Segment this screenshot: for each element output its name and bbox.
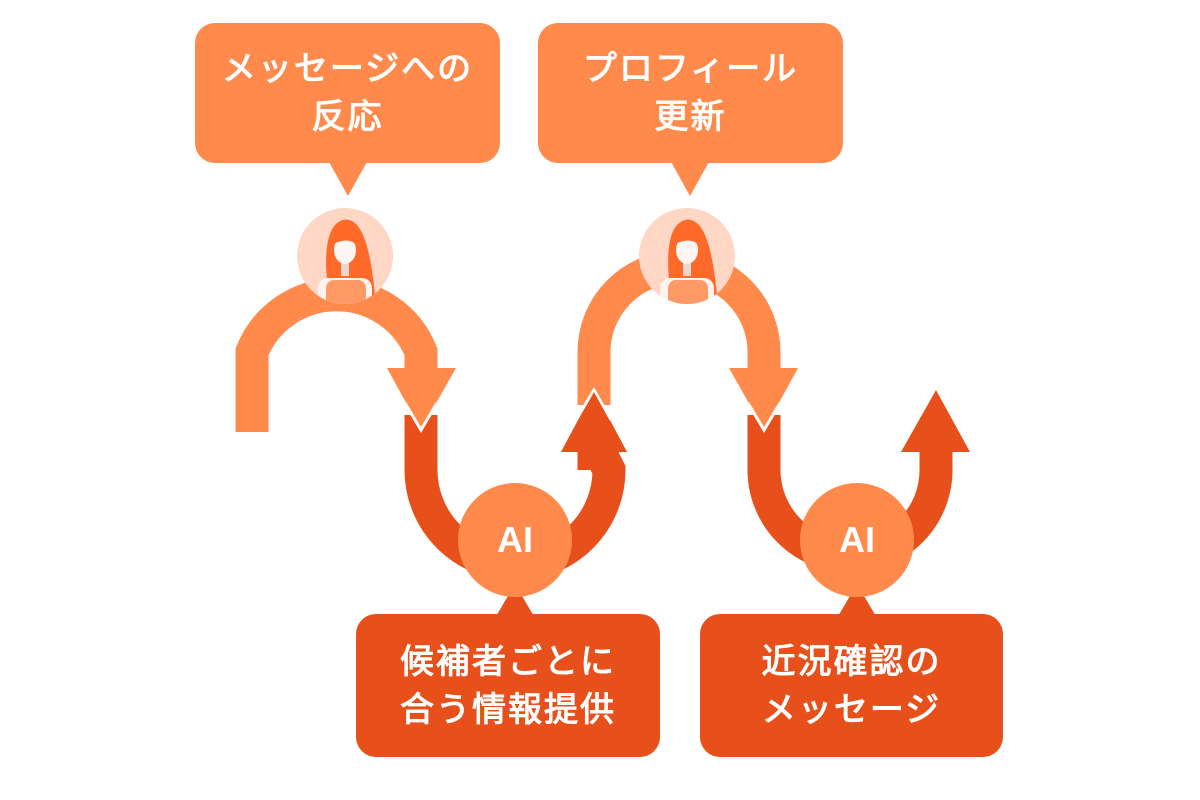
- bubble-line: メッセージへの: [221, 49, 474, 89]
- ai-node-1: [458, 483, 572, 597]
- bubble-line: メッセージ: [761, 689, 942, 730]
- bubble-line: 近況確認の: [761, 641, 942, 682]
- woman-avatar-icon: [297, 208, 393, 304]
- woman-avatar-icon: [639, 208, 735, 304]
- ai-label: AI: [839, 519, 875, 560]
- ai-node-2: [800, 483, 914, 597]
- bubble-line: 候補者ごとに: [400, 641, 616, 682]
- bubble-line: 更新: [654, 97, 727, 137]
- bubble-status-check-message: 近況確認の メッセージ: [700, 614, 1003, 757]
- bubble-message-reaction: メッセージへの 反応: [195, 23, 500, 163]
- bubble-line: 反応: [311, 97, 384, 137]
- ai-label: AI: [497, 519, 533, 560]
- bubble-tailored-info: 候補者ごとに 合う情報提供: [356, 614, 660, 757]
- bubble-tail: [328, 160, 368, 196]
- bubble-tail: [670, 160, 710, 196]
- person-cycle-arrow-1: [235, 278, 456, 433]
- bubble-profile-update: プロフィール 更新: [538, 23, 843, 163]
- bubble-line: プロフィール: [582, 49, 799, 89]
- bubble-tail: [837, 584, 877, 618]
- bubble-tail: [495, 584, 535, 618]
- bubble-line: 合う情報提供: [400, 689, 616, 730]
